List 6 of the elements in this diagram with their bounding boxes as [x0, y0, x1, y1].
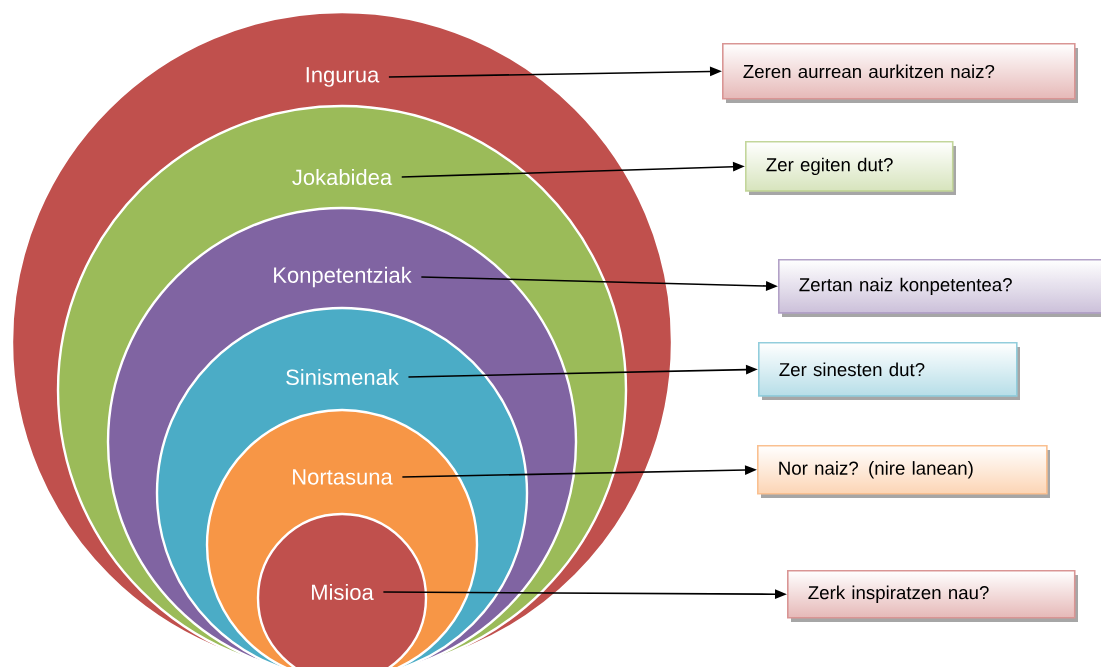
question-box: Nor naiz? (nire lanean): [757, 445, 1050, 498]
question-box: Zeren aurrean aurkitzen naiz?: [722, 43, 1078, 103]
question-box: Zer sinesten dut?: [758, 342, 1020, 400]
question-box: Zertan naiz konpetentea?: [778, 259, 1101, 317]
question-box: Zer egiten dut?: [745, 141, 956, 195]
question-box: Zerk inspiratzen nau?: [787, 570, 1078, 622]
